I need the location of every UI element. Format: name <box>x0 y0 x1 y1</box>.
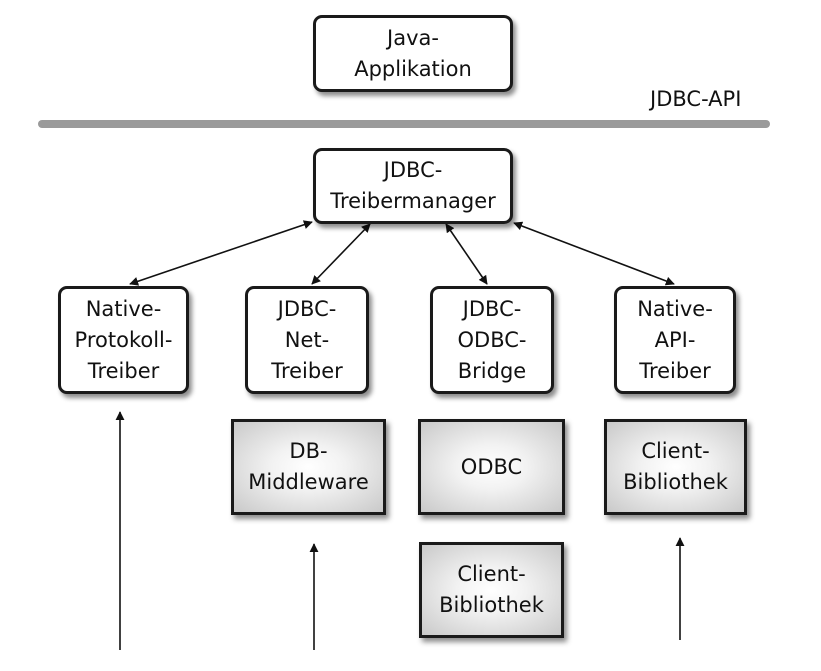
client-bibliothek-native-api-box: Client- Bibliothek <box>604 419 747 515</box>
arrow-manager-native-protokoll <box>129 220 313 286</box>
native-protokoll-line-3: Treiber <box>87 358 160 383</box>
treibermanager-line-2: Treibermanager <box>330 189 496 213</box>
client-bibliothek-odbc-line-2: Bibliothek <box>439 593 544 617</box>
jdbc-api-label: JDBC-API <box>650 87 742 111</box>
treibermanager-line-1: JDBC- <box>383 158 443 182</box>
client-bibliothek-api-line-2: Bibliothek <box>623 470 728 494</box>
jdbc-odbc-line-3: Bridge <box>457 358 527 383</box>
arrow-manager-native-api <box>513 221 675 286</box>
odbc-box: ODBC <box>418 419 565 515</box>
jdbc-odbc-line-1: JDBC- <box>462 296 522 321</box>
jdbc-api-divider <box>38 120 770 128</box>
java-applikation-line-2: Applikation <box>354 56 472 81</box>
client-bibliothek-odbc-line-1: Client- <box>457 562 526 586</box>
odbc-label: ODBC <box>460 454 523 479</box>
arrow-manager-jdbc-odbc <box>445 223 488 285</box>
jdbc-net-treiber-box: JDBC- Net- Treiber <box>245 286 369 394</box>
jdbc-odbc-bridge-box: JDBC- ODBC- Bridge <box>430 286 554 394</box>
jdbc-net-line-1: JDBC- <box>277 296 337 321</box>
native-protokoll-treiber-box: Native- Protokoll- Treiber <box>58 286 189 394</box>
db-middleware-line-1: DB- <box>289 439 328 463</box>
jdbc-net-line-2: Net- <box>284 327 330 352</box>
client-bibliothek-odbc-box: Client- Bibliothek <box>419 542 564 638</box>
java-applikation-line-1: Java- <box>387 25 439 50</box>
native-api-treiber-box: Native- API- Treiber <box>614 286 736 394</box>
arrow-manager-jdbc-net <box>311 223 371 285</box>
native-protokoll-line-2: Protokoll- <box>74 327 173 352</box>
jdbc-treibermanager-box: JDBC- Treibermanager <box>313 148 513 224</box>
db-middleware-box: DB- Middleware <box>231 419 386 515</box>
jdbc-odbc-line-2: ODBC- <box>457 327 527 352</box>
jdbc-net-line-3: Treiber <box>271 358 343 383</box>
client-bibliothek-api-line-1: Client- <box>641 439 710 463</box>
native-api-line-3: Treiber <box>639 358 711 383</box>
native-protokoll-line-1: Native- <box>85 296 162 321</box>
java-applikation-box: Java- Applikation <box>313 15 513 92</box>
db-middleware-line-2: Middleware <box>248 470 369 494</box>
native-api-line-1: Native- <box>637 296 713 321</box>
native-api-line-2: API- <box>654 327 696 352</box>
